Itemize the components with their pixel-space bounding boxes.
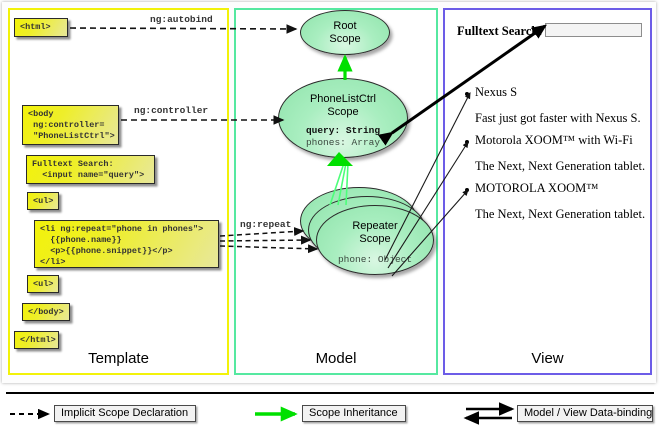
view-search-label: Fulltext Search: [457,24,543,38]
scope-root-title-2: Scope [329,33,361,45]
legend-divider [6,392,654,394]
template-box-ul-open: <ul> [27,192,59,210]
legend-label-implicit-scope-declaration: Implicit Scope Declaration [54,405,196,422]
template-box-html-open: <html> [14,18,68,37]
template-box-body-open: <body ng:controller= "PhoneListCtrl"> [22,105,119,145]
view-phone-name-3: MOTOROLA XOOM™ [475,181,599,195]
column-label-template: Template [88,350,149,367]
view-phone-name-1: Nexus S [475,85,518,99]
scope-phonelistctrl-title-1: PhoneListCtrl [309,93,377,105]
column-view: View Fulltext Search: Nexus S Fast just … [443,8,652,375]
scope-phonelistctrl-prop-query: query: String [305,125,381,136]
view-bullet-1 [465,92,469,96]
scope-root: Root Scope [300,10,390,55]
template-box-li-repeat: <li ng:repeat="phone in phones"> {{phone… [34,220,219,268]
template-box-html-close: </html> [14,331,59,349]
ng-autobind-label: ng:autobind [150,14,213,25]
scope-repeater: Repeater Scope phone: Object [316,205,434,275]
scope-repeater-prop-phone: phone: Object [337,254,413,265]
scope-root-title-1: Root [333,20,357,32]
template-box-ul-close: <ul> [27,275,59,293]
template-box-body-close: </body> [22,303,70,321]
scope-phonelistctrl: PhoneListCtrl Scope query: String phones… [278,78,408,158]
view-phone-name-2: Motorola XOOM™ with Wi-Fi [475,133,633,147]
view-phone-snippet-1: Fast just got faster with Nexus S. [475,111,641,125]
legend-label-scope-inheritance: Scope Inheritance [302,405,406,422]
ng-repeat-label: ng:repeat [240,219,292,230]
view-search-input[interactable] [545,23,642,37]
scope-phonelistctrl-title-2: Scope [327,106,359,118]
view-phone-snippet-3: The Next, Next Generation tablet. [475,207,646,221]
legend-label-model-view-data-binding: Model / View Data-binding [517,405,653,422]
scope-repeater-title-2: Scope [359,233,391,245]
column-label-view: View [531,350,564,367]
ng-controller-label: ng:controller [134,105,209,116]
view-phone-snippet-2: The Next, Next Generation tablet. [475,159,646,173]
column-label-model: Model [315,350,357,367]
scope-repeater-title-1: Repeater [352,220,398,232]
template-box-fulltext-search: Fulltext Search: <input name="query"> [26,155,155,184]
view-bullet-2 [465,140,469,144]
view-bullet-3 [465,188,469,192]
scope-phonelistctrl-prop-phones: phones: Array [305,137,381,148]
